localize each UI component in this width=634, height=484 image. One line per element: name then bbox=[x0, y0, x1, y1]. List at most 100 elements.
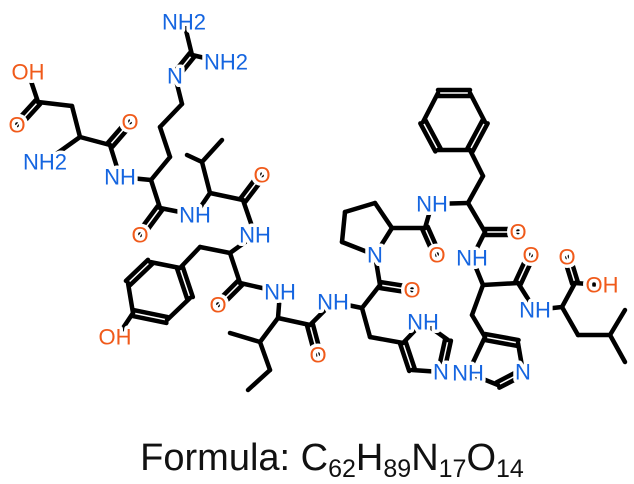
bonds bbox=[12, 19, 628, 393]
single-bond bbox=[148, 154, 173, 183]
single-bond bbox=[181, 19, 195, 58]
atom-label-n: N bbox=[167, 64, 183, 89]
atom-label-o: O bbox=[8, 113, 25, 138]
atom-label-nh: NH bbox=[317, 290, 349, 315]
single-bond bbox=[107, 142, 123, 180]
double-bond bbox=[12, 97, 39, 126]
formula-subscript: 14 bbox=[496, 455, 524, 483]
single-bond bbox=[197, 244, 233, 256]
double-bond bbox=[243, 174, 267, 205]
single-bond bbox=[77, 134, 113, 148]
atom-label-o: O bbox=[509, 220, 526, 245]
double-bond bbox=[567, 253, 581, 285]
single-bond bbox=[25, 69, 41, 105]
single-bond bbox=[469, 255, 486, 288]
atom-label-o: O bbox=[121, 110, 138, 135]
double-bond bbox=[130, 313, 169, 326]
atom-label-o: O bbox=[309, 343, 326, 368]
single-bond bbox=[207, 190, 246, 203]
single-bond bbox=[339, 239, 378, 258]
single-bond bbox=[42, 134, 83, 165]
atom-label-o: O bbox=[209, 293, 226, 318]
atom-label-nh: NH bbox=[239, 223, 271, 248]
double-bond bbox=[483, 331, 521, 343]
double-bond bbox=[105, 117, 130, 146]
single-bond bbox=[147, 259, 183, 271]
single-bond bbox=[189, 52, 225, 65]
single-bond bbox=[515, 280, 538, 313]
single-bond bbox=[469, 229, 488, 261]
atom-label-oh: OH bbox=[586, 273, 619, 298]
single-bond bbox=[465, 370, 501, 388]
single-bond bbox=[69, 103, 83, 140]
single-bond bbox=[192, 190, 213, 218]
formula-subscript: 17 bbox=[439, 455, 467, 483]
atom-label-o: O bbox=[253, 163, 270, 188]
single-bond bbox=[422, 201, 435, 231]
atom-label-nh2: NH2 bbox=[204, 50, 248, 75]
double-bond bbox=[441, 338, 454, 375]
single-bond bbox=[469, 282, 486, 318]
single-bond bbox=[275, 289, 283, 321]
single-bond bbox=[240, 197, 258, 238]
single-bond bbox=[359, 282, 383, 311]
atom-label-nh: NH bbox=[416, 192, 448, 217]
formula-label: Formula: bbox=[140, 437, 300, 479]
double-bond bbox=[397, 341, 412, 374]
atom-label-o: O bbox=[428, 243, 445, 268]
single-bond bbox=[172, 73, 185, 107]
double-bond bbox=[494, 367, 524, 385]
double-bond bbox=[470, 121, 490, 154]
double-bond bbox=[140, 207, 165, 240]
single-bond bbox=[469, 312, 488, 340]
double-bond bbox=[435, 337, 448, 374]
single-bond bbox=[307, 299, 336, 328]
double-bond bbox=[175, 54, 197, 81]
single-bond bbox=[559, 280, 578, 310]
single-bond bbox=[400, 319, 426, 346]
single-bond bbox=[114, 310, 136, 340]
double-bond bbox=[423, 118, 443, 151]
single-bond bbox=[257, 315, 281, 345]
single-bond bbox=[465, 200, 488, 235]
double-bond bbox=[513, 251, 531, 284]
single-bond bbox=[342, 200, 378, 215]
atom-label-o: O bbox=[558, 245, 575, 270]
single-bond bbox=[177, 244, 203, 271]
single-bond bbox=[117, 174, 154, 183]
single-bond bbox=[467, 90, 488, 125]
single-bond bbox=[429, 200, 471, 207]
single-bond bbox=[227, 250, 243, 286]
double-bond bbox=[213, 278, 241, 306]
double-bond bbox=[110, 121, 135, 150]
double-bond bbox=[420, 226, 437, 259]
single-bond bbox=[245, 367, 273, 393]
double-bond bbox=[418, 121, 438, 154]
atom-label-nh: NH bbox=[452, 361, 484, 386]
atom-label-nh: NH bbox=[104, 165, 136, 190]
double-bond bbox=[16, 101, 43, 130]
single-bond bbox=[480, 280, 521, 288]
double-bond bbox=[403, 339, 418, 372]
single-bond bbox=[532, 304, 565, 313]
double-bond bbox=[497, 372, 527, 390]
atom-label-nh2: NH2 bbox=[162, 10, 206, 35]
single-bond bbox=[559, 304, 581, 338]
single-bond bbox=[465, 334, 488, 376]
double-bond bbox=[180, 264, 196, 300]
double-bond bbox=[378, 279, 415, 290]
single-bond bbox=[367, 334, 406, 346]
single-bond bbox=[409, 367, 444, 375]
double-bond bbox=[465, 118, 485, 151]
atom-label-n: N bbox=[515, 360, 531, 385]
double-bond bbox=[304, 323, 318, 359]
atom-label-oh: OH bbox=[99, 325, 132, 350]
atom-label-oh: OH bbox=[12, 60, 45, 85]
single-bond bbox=[227, 330, 263, 345]
single-bond bbox=[199, 137, 225, 165]
formula-subscript: 89 bbox=[383, 455, 411, 483]
formula-element: N bbox=[411, 437, 438, 479]
single-bond bbox=[607, 332, 628, 365]
